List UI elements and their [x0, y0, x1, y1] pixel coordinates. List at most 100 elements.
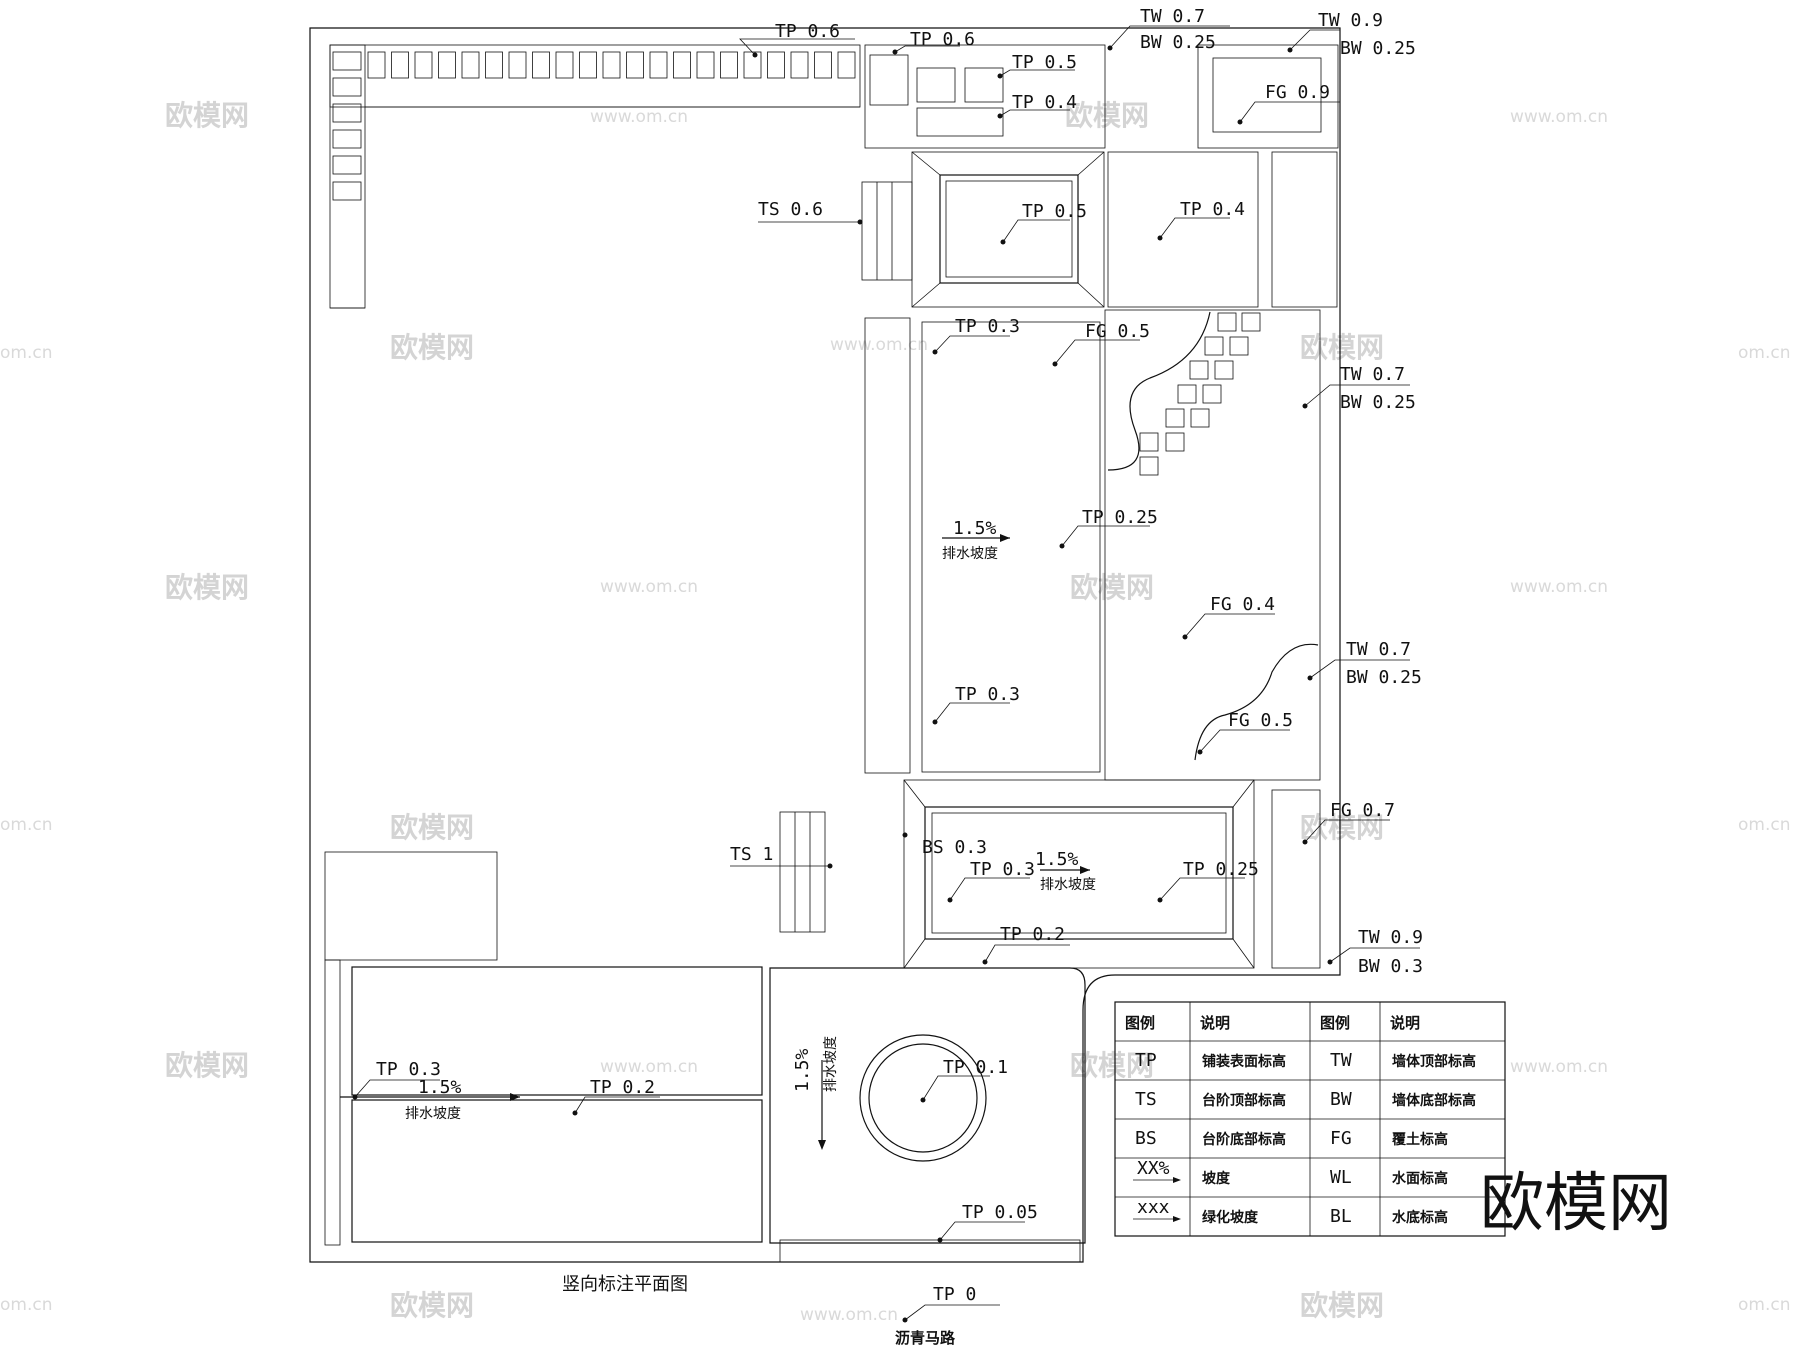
paver-block [391, 51, 409, 79]
annotation-bw025c: BW 0.25 [1340, 392, 1416, 413]
annotation-text: TP 0.3 [970, 859, 1035, 880]
watermark-brand: 欧模网 [1300, 1289, 1384, 1322]
paver-block [414, 51, 433, 79]
leader-line [922, 1075, 990, 1101]
legend-description: 台阶底部标高 [1202, 1131, 1286, 1148]
paver-block [332, 129, 362, 149]
annotation-text: TP 0.4 [1180, 199, 1245, 220]
leader-dot [1237, 119, 1243, 125]
leader-dot [1287, 47, 1293, 53]
annotation-slope1: 1.5% [953, 518, 997, 539]
watermark-brand: 欧模网 [390, 331, 474, 364]
watermark-url: www.om.cn [590, 107, 688, 127]
leader-line [1309, 659, 1410, 679]
leader-dot [1107, 45, 1113, 51]
paver-block [720, 51, 738, 79]
legend-description: 水底标高 [1392, 1209, 1448, 1226]
annotation-tp06a: TP 0.6 [739, 21, 855, 58]
annotation-tp03c: TP 0.3 [947, 859, 1035, 903]
stepping-stone [1165, 432, 1185, 452]
annotation-text: TP 0.25 [1082, 507, 1158, 528]
leader-dot [947, 897, 953, 903]
stepping-stone [1214, 360, 1234, 380]
watermark-url-partial: om.cn [1738, 815, 1791, 835]
leader-line [1159, 877, 1245, 901]
annotation-text: TP 0.2 [1000, 924, 1065, 945]
annotation-text: TP 0.3 [376, 1059, 441, 1080]
leader-dot [1157, 897, 1163, 903]
paver-block [602, 51, 621, 79]
annotation-text: BW 0.25 [1340, 38, 1416, 59]
arrow-head [1000, 534, 1010, 542]
paver-block [438, 51, 456, 79]
leader-line [949, 877, 1030, 901]
paver-block [767, 51, 785, 79]
annotation-drain2: 排水坡度 [1040, 877, 1096, 893]
annotation-tp05a: TP 0.5 [997, 52, 1077, 79]
leader-line [1002, 219, 1070, 243]
annotation-tw09b: TW 0.9 [1327, 927, 1423, 965]
legend-symbol: FG [1330, 1128, 1352, 1149]
legend-symbol: WL [1330, 1167, 1352, 1188]
paver-block [332, 77, 362, 97]
leader-dot [932, 719, 938, 725]
annotation-text: TP 0.1 [943, 1057, 1008, 1078]
annotation-tp025a: TP 0.25 [1059, 507, 1158, 549]
paver-block [673, 51, 691, 79]
watermark-brand: 欧模网 [1070, 571, 1154, 604]
watermark-url-partial: om.cn [1738, 343, 1791, 363]
annotation-tp05b: TP 0.5 [1000, 201, 1087, 245]
watermark-brand: 欧模网 [1065, 99, 1149, 132]
annotation-drain1: 排水坡度 [942, 546, 998, 562]
annotation-text: TP 0.3 [955, 316, 1020, 337]
annotation-text: TW 0.7 [1340, 364, 1405, 385]
stepping-stone [1177, 384, 1197, 404]
leader-dot [1302, 839, 1308, 845]
paver-block [579, 51, 597, 79]
leader-line [1054, 339, 1140, 365]
watermark-brand: 欧模网 [1070, 1049, 1154, 1082]
annotation-text: TP 0.2 [590, 1077, 655, 1098]
arrow-head [1080, 866, 1090, 874]
annotation-tp03b: TP 0.3 [932, 684, 1020, 725]
annotation-ts06: TS 0.6 [758, 199, 863, 225]
paver-block [532, 51, 550, 79]
stepping-stone [1229, 336, 1249, 356]
brand-logo-text: 欧模网 [1480, 1167, 1672, 1241]
leader-line [1184, 613, 1275, 638]
stepping-stone [1241, 312, 1261, 332]
leader-dot [982, 959, 988, 965]
leader-dot [827, 863, 833, 869]
annotation-tp005: TP 0.05 [937, 1202, 1038, 1243]
paver-block [814, 51, 832, 79]
legend-header: 说明 [1200, 1014, 1230, 1032]
annotation-text: TW 0.9 [1358, 927, 1423, 948]
annotation-text: 1.5% [953, 518, 997, 539]
leader-line [1304, 819, 1390, 843]
legend-symbol: xxx [1137, 1197, 1170, 1218]
paver-block [332, 181, 362, 201]
legend-symbol: XX% [1137, 1158, 1170, 1179]
legend-symbol: BL [1330, 1206, 1352, 1227]
paver-block [743, 51, 762, 79]
leader-dot [902, 832, 908, 838]
annotation-bw03: BW 0.3 [1358, 956, 1423, 977]
watermark-layer: 欧模网欧模网欧模网欧模网欧模网欧模网欧模网欧模网欧模网欧模网欧模网欧模网www.… [0, 99, 1791, 1325]
annotation-text: 1.5% [1035, 849, 1079, 870]
watermark-url: www.om.cn [1510, 107, 1608, 127]
annotation-text: FG 0.5 [1228, 710, 1293, 731]
watermark-url-partial: om.cn [0, 343, 53, 363]
annotation-text: TP 0.6 [775, 21, 840, 42]
leader-line [939, 1221, 1025, 1241]
leader-line [999, 109, 1070, 117]
annotation-tw09a: TW 0.9 [1287, 10, 1383, 53]
legend-description: 台阶顶部标高 [1202, 1092, 1286, 1109]
leader-line [1159, 217, 1230, 239]
leader-dot [1059, 543, 1065, 549]
stepping-stone [1204, 336, 1224, 356]
annotation-text: TP 0.05 [962, 1202, 1038, 1223]
leader-dot [932, 349, 938, 355]
annotation-fg05b: FG 0.5 [1197, 710, 1293, 755]
arrow-head [1173, 1177, 1181, 1183]
